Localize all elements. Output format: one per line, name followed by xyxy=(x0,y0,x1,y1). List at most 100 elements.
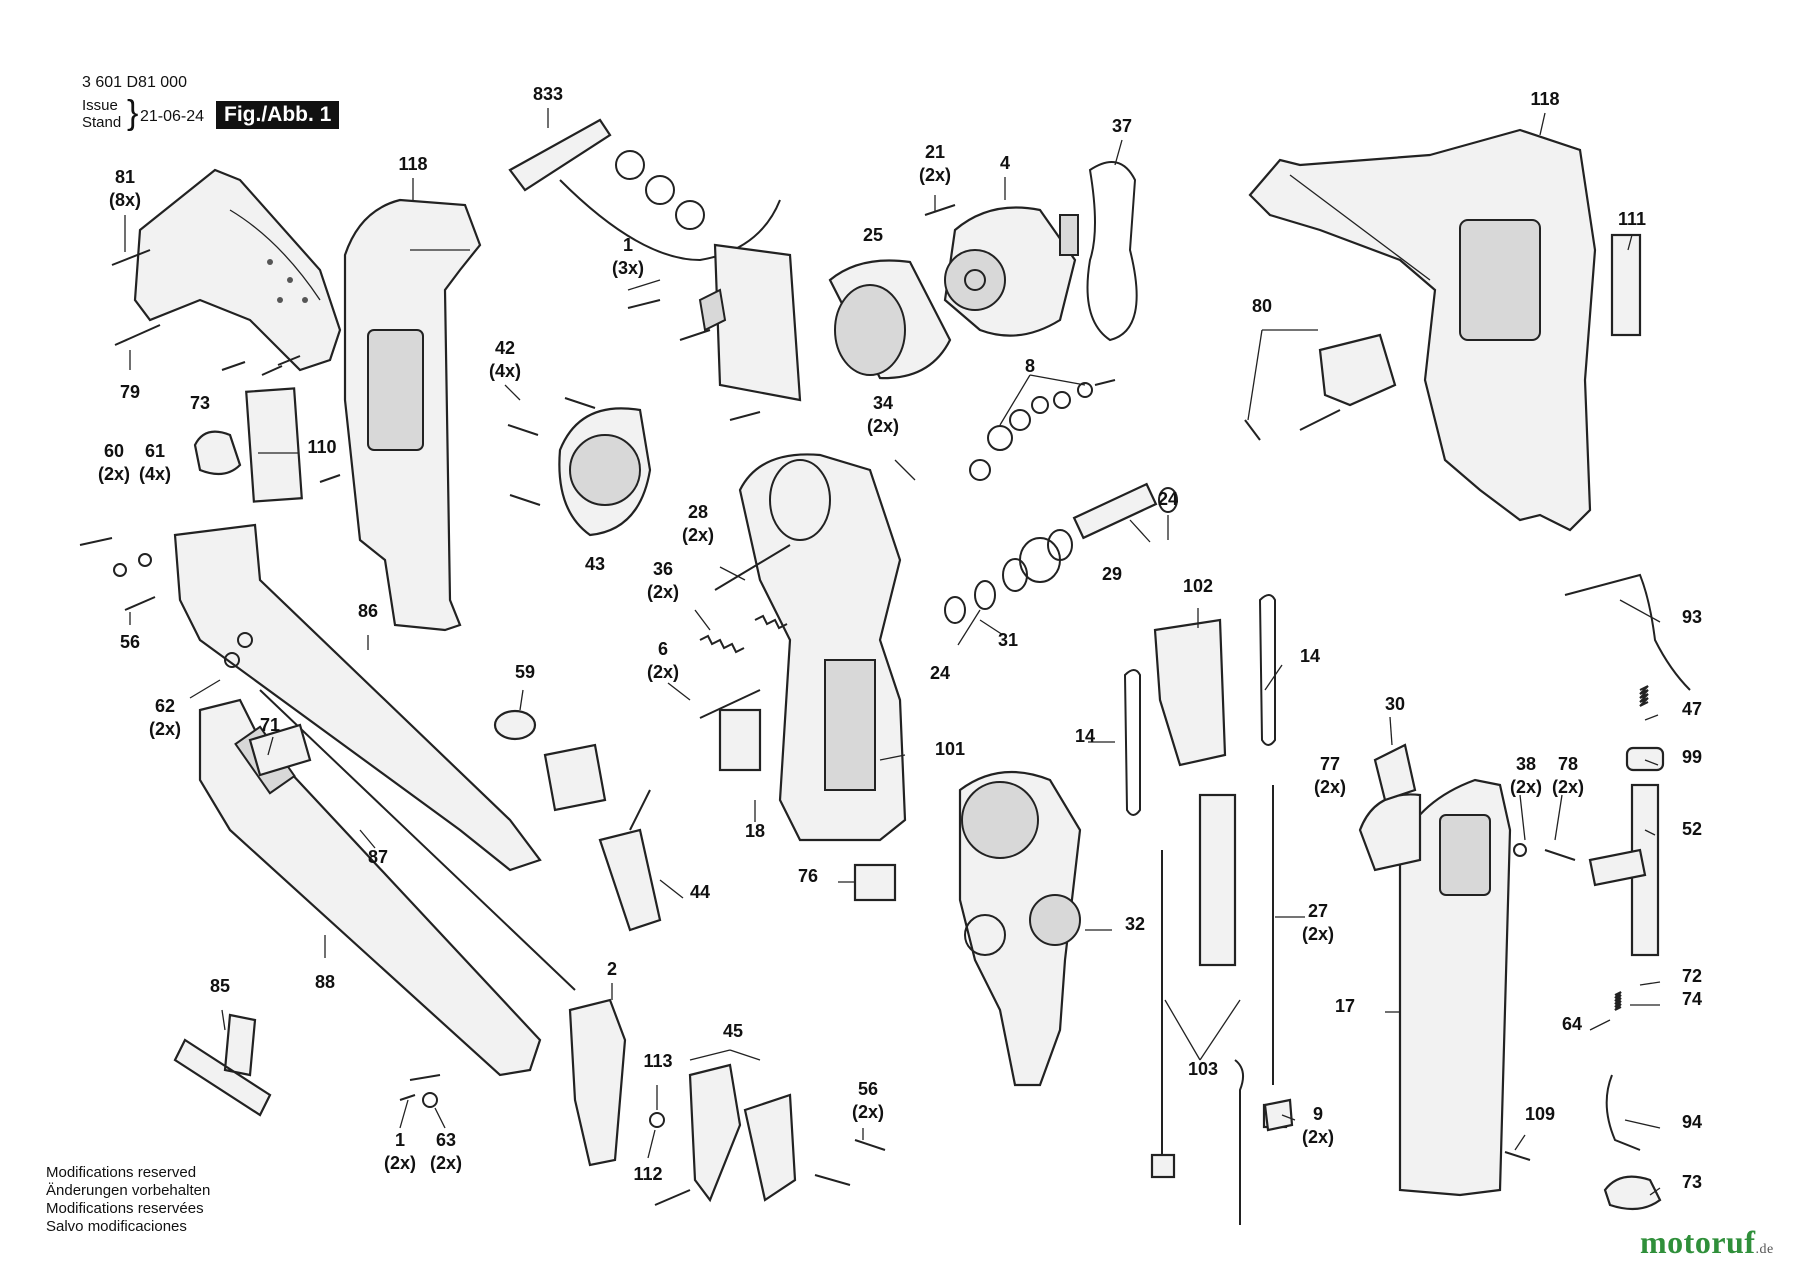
stand-label: Stand xyxy=(82,114,122,131)
part-quantity: (2x) xyxy=(1510,777,1542,797)
part-number: 29 xyxy=(1102,564,1122,584)
part-callout-p63: 63(2x) xyxy=(430,1130,462,1173)
piston-assembly-drawing xyxy=(944,482,1178,624)
label-111-drawing xyxy=(1610,233,1642,337)
part-callout-p42: 42(4x) xyxy=(489,338,521,381)
part-callout-p21: 21(2x) xyxy=(919,142,951,185)
part-number: 112 xyxy=(633,1164,662,1184)
part-callout-p38: 38 (2x) xyxy=(1510,754,1542,797)
part-callout-p9: 9(2x) xyxy=(1302,1104,1334,1147)
part-number: 38 xyxy=(1516,754,1536,774)
part-quantity: (2x) xyxy=(1314,777,1346,797)
part-number: 87 xyxy=(368,847,388,867)
part-number: 71 xyxy=(260,715,280,735)
drive-mechanism-32-drawing xyxy=(958,770,1082,1087)
part-callout-p6: 6(2x) xyxy=(647,639,679,682)
motor-drawing xyxy=(828,204,1079,380)
housing-half-left-drawing xyxy=(343,198,482,632)
part-callout-p71: 71 xyxy=(260,715,280,735)
part-callout-p1b: 1(2x) xyxy=(384,1130,416,1173)
part-number: 2 xyxy=(607,959,617,979)
part-number: 74 xyxy=(1682,989,1702,1009)
cover-17-drawing xyxy=(1358,778,1512,1197)
part-number: 60 xyxy=(104,441,124,461)
part-number: 6 xyxy=(658,639,668,659)
part-number: 25 xyxy=(863,225,883,245)
issue-stand-labels: Issue Stand xyxy=(82,97,121,131)
part-callout-p110: 110 xyxy=(307,437,336,457)
part-callout-p111: 111 xyxy=(1618,209,1646,229)
part-callout-p77: 77(2x) xyxy=(1314,754,1346,797)
part-callout-p47: 47 xyxy=(1682,699,1702,719)
flange-43-drawing xyxy=(507,397,652,537)
part-callout-p60: 60 (2x) xyxy=(98,441,130,484)
part-callout-p37: 37 xyxy=(1112,116,1132,136)
part-number: 94 xyxy=(1682,1112,1702,1132)
part-callout-p18: 18 xyxy=(745,821,765,841)
part-callout-p85: 85 xyxy=(210,976,230,996)
part-callout-p64: 64 xyxy=(1562,1014,1582,1034)
part-callout-p2: 2 xyxy=(607,959,617,979)
part-number: 1 xyxy=(623,235,633,255)
part-number: 113 xyxy=(643,1051,672,1071)
part-callout-p88: 88 xyxy=(315,972,335,992)
part-quantity: (2x) xyxy=(98,464,130,484)
part-number: 14 xyxy=(1300,646,1320,666)
part-quantity: (2x) xyxy=(430,1153,462,1173)
part-callout-p52: 52 xyxy=(1682,819,1702,839)
part-number: 34 xyxy=(873,393,893,413)
handle-housing-drawing xyxy=(133,168,342,372)
part-number: 44 xyxy=(690,882,710,902)
part-callout-p118a: 118 xyxy=(398,154,427,174)
part-number: 79 xyxy=(120,382,140,402)
part-number: 28 xyxy=(688,502,708,522)
label-110-drawing xyxy=(245,387,303,503)
part-number: 93 xyxy=(1682,607,1702,627)
switch-and-cable-drawing xyxy=(508,118,802,421)
part-callout-p72: 72 xyxy=(1682,966,1702,986)
rods-springs-drawing xyxy=(699,544,791,772)
part-callout-p101: 101 xyxy=(935,739,965,759)
part-number: 109 xyxy=(1525,1104,1555,1124)
brace-glyph: } xyxy=(127,94,139,132)
part-number: 56 xyxy=(858,1079,878,1099)
part-callout-p31: 31 xyxy=(998,630,1018,650)
part-callout-p102: 102 xyxy=(1183,576,1213,596)
part-callout-p86: 86 xyxy=(358,601,378,621)
part-callout-p56a: 56 xyxy=(120,632,140,652)
part-callout-p1a: 1(3x) xyxy=(612,235,644,278)
part-number: 61 xyxy=(145,441,165,461)
part-number: 47 xyxy=(1682,699,1702,719)
part-number: 86 xyxy=(358,601,378,621)
part-callout-p118b: 118 xyxy=(1530,89,1559,109)
part-number: 31 xyxy=(998,630,1018,650)
part-callout-p24b: 24 xyxy=(930,663,950,683)
part-callout-p14a: 14 xyxy=(1300,646,1320,666)
part-number: 118 xyxy=(398,154,427,174)
part-number: 24 xyxy=(930,663,950,683)
clip-73-drawing xyxy=(193,430,242,476)
part-callout-p34: 34(2x) xyxy=(867,393,899,436)
leader-lines xyxy=(124,108,1661,1196)
part-80-drawing xyxy=(1244,333,1397,441)
part-callout-p61: 61 (4x) xyxy=(139,441,171,484)
part-quantity: (2x) xyxy=(1302,924,1334,944)
part-callout-p833: 833 xyxy=(533,84,563,104)
part-number: 99 xyxy=(1682,747,1702,767)
part-callout-p103: 103 xyxy=(1188,1059,1218,1079)
part-number: 56 xyxy=(120,632,140,652)
nose-piece-2-drawing xyxy=(568,998,627,1167)
part-callout-p28: 28(2x) xyxy=(682,502,714,545)
part-number: 78 xyxy=(1558,754,1578,774)
small-parts-left-drawing xyxy=(79,537,312,777)
lower-right-parts-drawing xyxy=(1504,843,1662,1211)
bracket-76-drawing xyxy=(853,863,897,902)
part-quantity: (8x) xyxy=(109,190,141,210)
part-quantity: (4x) xyxy=(139,464,171,484)
part-number: 59 xyxy=(515,662,535,682)
wire-93-drawing xyxy=(1564,573,1691,691)
part-number: 103 xyxy=(1188,1059,1218,1079)
part-number: 1 xyxy=(395,1130,405,1150)
part-number: 833 xyxy=(533,84,563,104)
part-callout-p62: 62(2x) xyxy=(149,696,181,739)
